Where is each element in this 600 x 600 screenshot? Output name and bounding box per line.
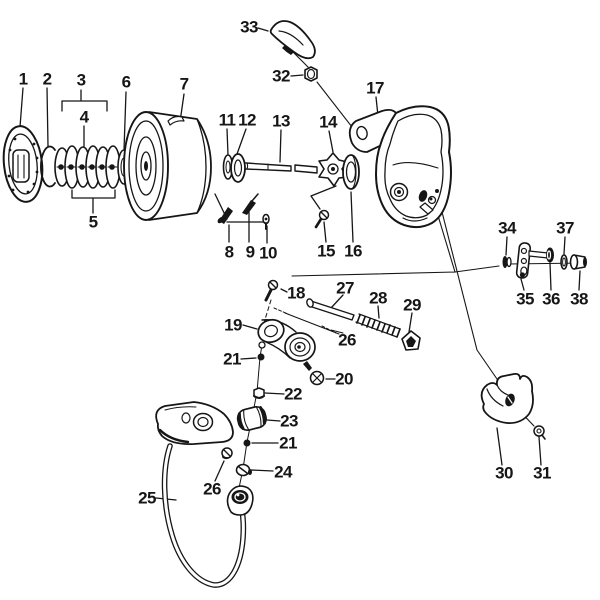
part-label-3: 3	[76, 70, 86, 90]
knob-rim-dots	[7, 137, 39, 194]
handle-knob-part33	[269, 20, 316, 60]
drag-knob-part1	[2, 125, 44, 203]
part-label-18: 18	[287, 283, 305, 303]
pin-part27	[306, 298, 355, 321]
leader-lines	[19, 27, 587, 501]
part-label-38: 38	[570, 289, 588, 309]
spring-part28	[355, 313, 401, 338]
part-label-20: 20	[335, 369, 353, 389]
cap-part29	[401, 330, 421, 351]
part-label-14: 14	[319, 112, 337, 132]
part-label-33: 33	[240, 17, 258, 37]
part-label-22: 22	[284, 384, 302, 404]
screw-part20	[303, 361, 325, 386]
bracket-part35	[515, 242, 532, 279]
spool-clip	[167, 115, 185, 126]
part-label-8: 8	[224, 242, 234, 262]
line-roller-part23	[236, 405, 267, 432]
clip-part9	[242, 193, 259, 215]
part-label-13: 13	[272, 111, 290, 131]
screw-part8	[217, 207, 233, 224]
part-label-23: 23	[280, 411, 298, 431]
part-label-25: 25	[138, 488, 156, 508]
click-spring-part2	[40, 145, 56, 188]
part-label-35: 35	[516, 289, 534, 309]
bail-wire-end-cap	[226, 485, 254, 516]
part-label-12: 12	[238, 110, 256, 130]
part-label-34: 34	[498, 218, 516, 238]
washer-part37	[560, 254, 568, 270]
part-label-4: 4	[79, 107, 89, 127]
bail-lever	[155, 401, 234, 445]
bearing-part16	[342, 154, 360, 190]
part-label-36: 36	[542, 289, 560, 309]
part-label-21: 21	[279, 433, 297, 453]
bail-arm-part19	[257, 318, 316, 362]
part-label-19: 19	[224, 315, 242, 335]
part-label-17: 17	[366, 78, 384, 98]
screw-part18	[264, 279, 279, 302]
part-label-1: 1	[18, 69, 28, 89]
screw-part38	[569, 254, 587, 270]
part-label-15: 15	[317, 241, 335, 261]
screw-part36	[528, 247, 554, 263]
part-label-24: 24	[274, 462, 292, 482]
part-label-6: 6	[121, 72, 131, 92]
part-label-27: 27	[336, 278, 354, 298]
part-label-10: 10	[259, 243, 277, 263]
reel-body-part17	[348, 105, 452, 229]
spool-part7	[123, 111, 212, 221]
bail-wire-part25	[161, 443, 247, 588]
pin-part10	[262, 213, 270, 230]
side-cover-part30	[480, 372, 534, 424]
ratchet-part14	[318, 152, 348, 187]
screw-part15	[314, 209, 330, 229]
part-label-5: 5	[88, 212, 98, 232]
drag-washer-stack-parts3-5	[54, 145, 121, 189]
nut-part22	[253, 387, 265, 399]
bearing-part12	[230, 153, 246, 183]
part-label-16: 16	[344, 241, 362, 261]
main-shaft-part13	[243, 162, 318, 174]
washer-part34	[502, 256, 512, 268]
ball-part21-upper	[257, 353, 265, 361]
part-label-30: 30	[495, 463, 513, 483]
part-label-21: 21	[223, 349, 241, 369]
part-label-7: 7	[179, 74, 189, 94]
ball-part21-lower	[243, 439, 251, 447]
part-label-28: 28	[369, 288, 387, 308]
part-label-26: 26	[203, 479, 221, 499]
screw-part26	[221, 447, 233, 460]
part-label-29: 29	[403, 295, 421, 315]
part-label-37: 37	[556, 218, 574, 238]
part-label-31: 31	[533, 463, 551, 483]
screw-part24	[235, 463, 252, 477]
part-label-2: 2	[42, 69, 52, 89]
part-label-11: 11	[218, 110, 236, 130]
part-label-9: 9	[245, 242, 255, 262]
screw-part31	[533, 425, 546, 440]
part-label-32: 32	[272, 66, 290, 86]
knob-nut-part32	[304, 66, 318, 82]
part-label-26: 26	[338, 330, 356, 350]
